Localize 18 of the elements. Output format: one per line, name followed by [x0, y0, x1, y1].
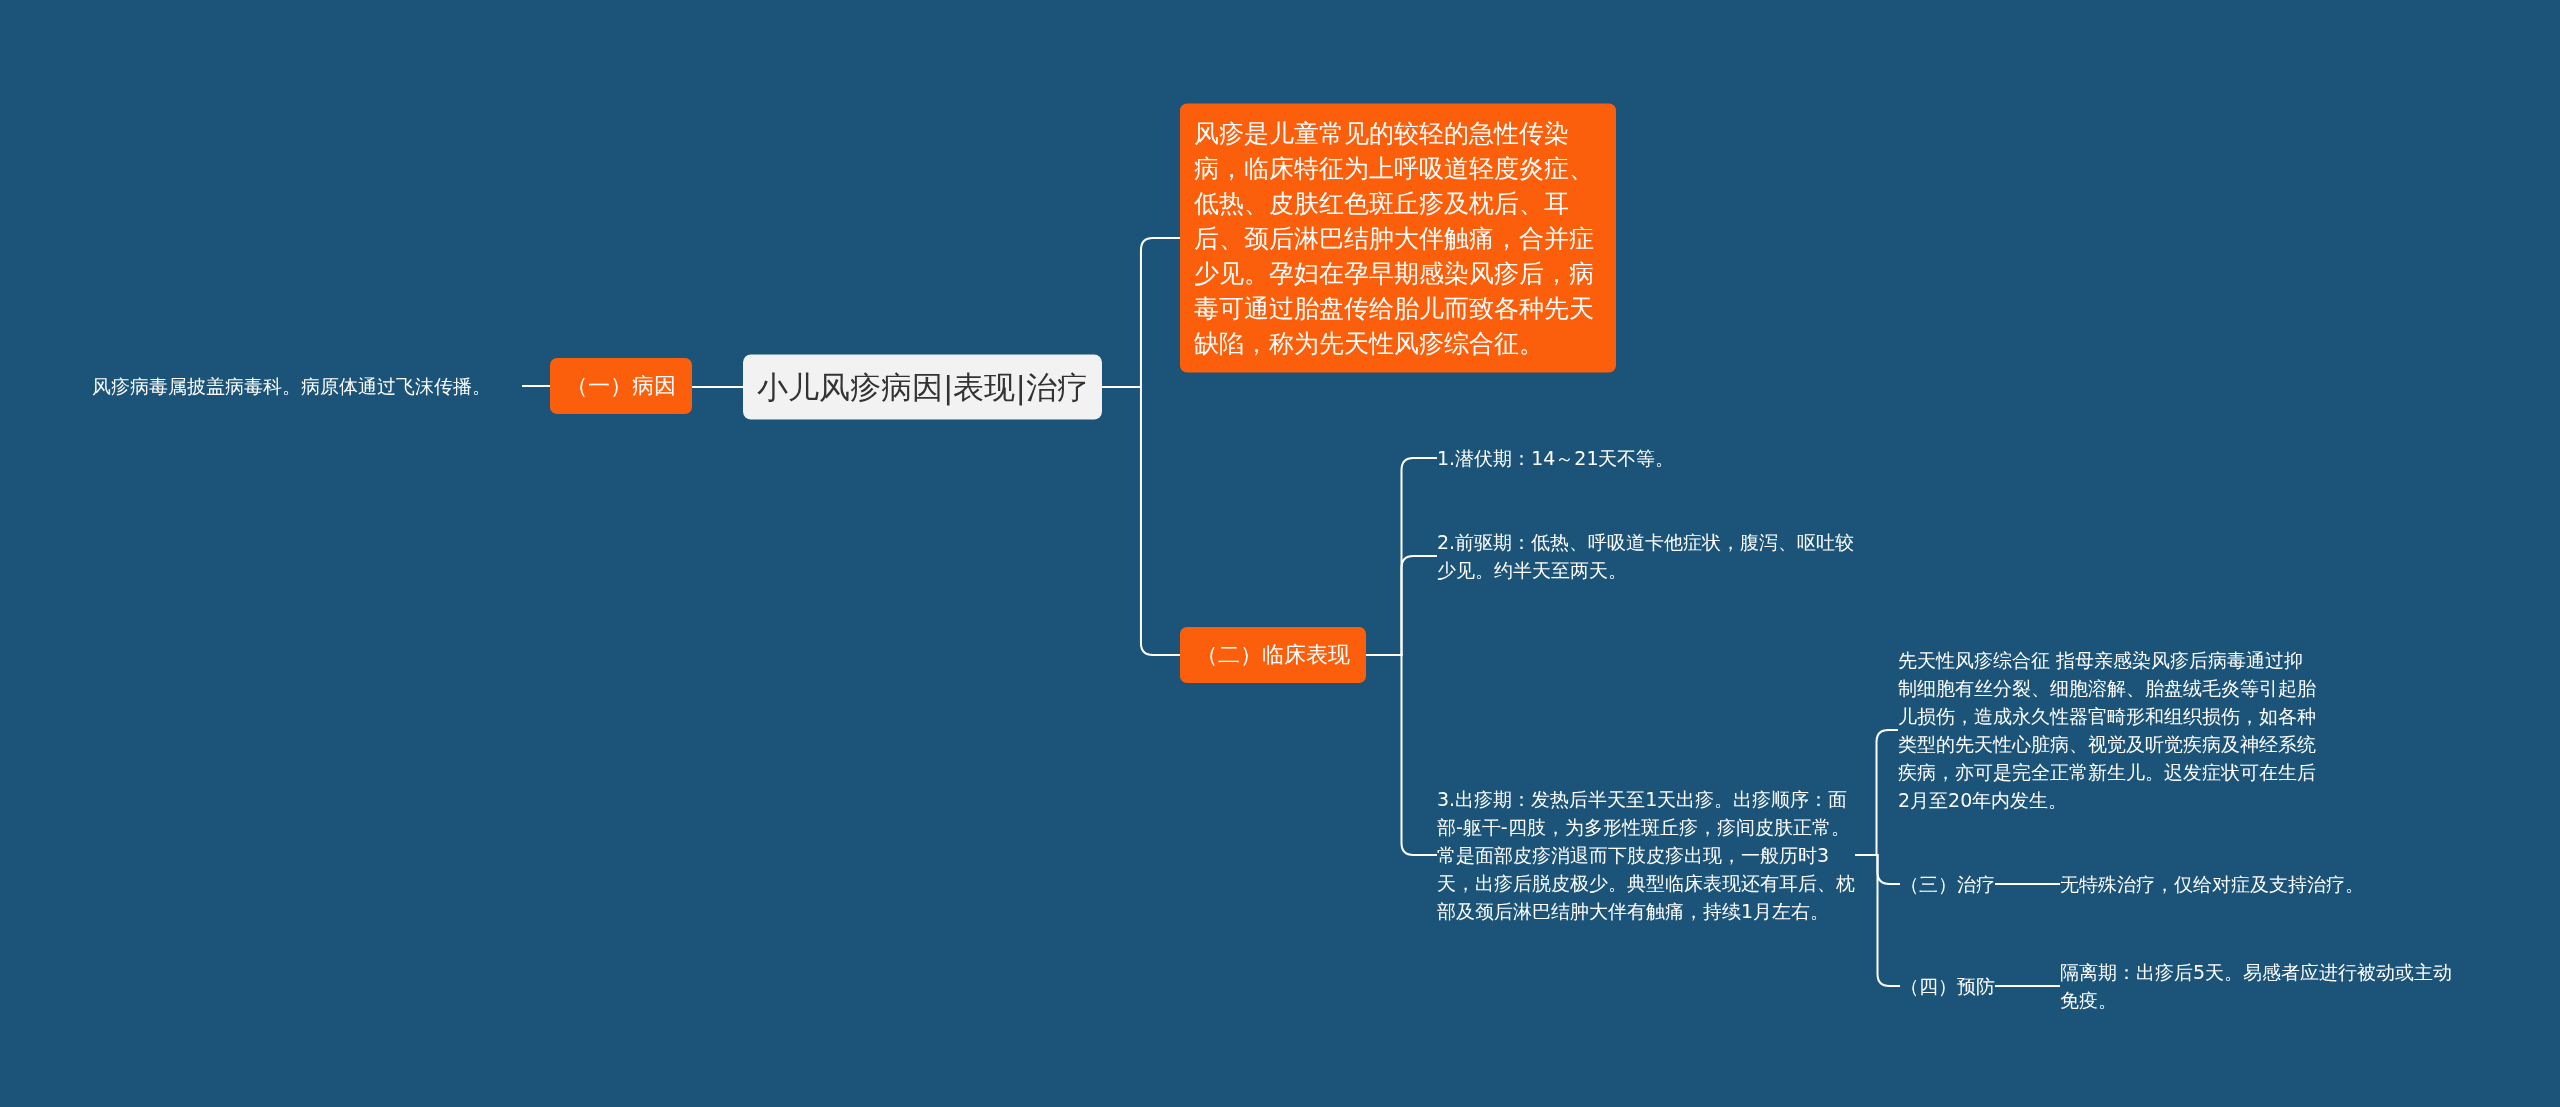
branch-text: 隔离期：出疹后5天。易感者应进行被动或主动免疫。: [2060, 958, 2470, 1014]
branch-text: 无特殊治疗，仅给对症及支持治疗。: [2060, 870, 2460, 898]
connector-line: [521, 385, 551, 387]
connector-line: [1994, 985, 2061, 987]
branch-text: 3.出疹期：发热后半天至1天出疹。出疹顺序：面部-躯干-四肢，为多形性斑丘疹，疹间皮肤正常。常是面部皮疹消退而下肢皮疹出现，一般历时3天，出疹后脱皮极少。典型临床表现还有耳后、枕部及颈后淋巴结肿大伴有触痛，持续1月左右。: [1437, 785, 1855, 925]
branch-text: 1.潜伏期：14～21天不等。: [1437, 444, 1857, 472]
branch-text: 2.前驱期：低热、呼吸道卡他症状，腹泻、呕吐较少见。约半天至两天。: [1437, 528, 1857, 584]
branch-text: （三）治疗: [1900, 870, 1995, 898]
branch-box: （二）临床表现: [1180, 627, 1366, 683]
branch-text: 风疹病毒属披盖病毒科。病原体通过飞沫传播。: [92, 372, 522, 400]
connector-line: [1994, 883, 2061, 885]
branch-text: （四）预防: [1900, 972, 1995, 1000]
note-box: 风疹是儿童常见的较轻的急性传染病，临床特征为上呼吸道轻度炎症、低热、皮肤红色斑丘疹及枕后、耳后、颈后淋巴结肿大伴触痛，合并症少见。孕妇在孕早期感染风疹后，病毒可通过胎盘传给胎儿而致各种先天缺陷，称为先天性风疹综合征。: [1180, 103, 1616, 373]
connector-line: [1365, 654, 1438, 856]
branch-text: 先天性风疹综合征 指母亲感染风疹后病毒通过抑制细胞有丝分裂、细胞溶解、胎盘绒毛炎等引起胎儿损伤，造成永久性器官畸形和组织损伤，如各种类型的先天性心脏病、视觉及听觉疾病及神经系统疾病，亦可是完全正常新生儿。迟发症状可在生后2月至20年内发生。: [1898, 646, 2318, 814]
topic-box: 小儿风疹病因|表现|治疗: [743, 354, 1102, 420]
branch-box: （一）病因: [550, 358, 692, 414]
connector-line: [691, 386, 744, 388]
